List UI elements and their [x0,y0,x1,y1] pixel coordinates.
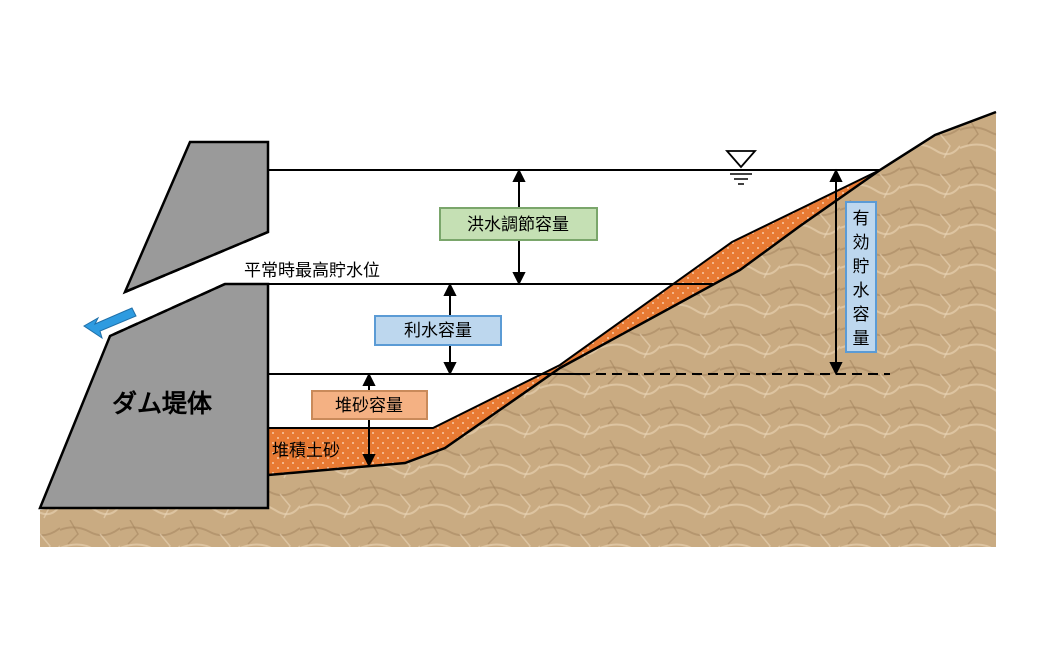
water-use-capacity-label: 利水容量 [404,321,472,341]
water-level-triangle-icon [725,150,757,185]
accumulated-sediment-label: 堆積土砂 [272,441,340,461]
water-use-capacity-arrow [443,282,457,376]
dam-outlet-dash-upper [124,230,269,294]
effective-storage-arrow [829,168,843,376]
svg-text:容: 容 [853,305,870,325]
sediment-capacity-label: 堆砂容量 [335,396,403,416]
dam-outlet-dash-lower [109,282,226,338]
dam-body-label: ダム堤体 [112,389,213,418]
flood-capacity-label: 洪水調節容量 [467,215,569,235]
ground-rock [40,112,996,547]
ground-surface-line [267,110,997,477]
svg-text:効: 効 [853,233,870,253]
normal-max-level-label: 平常時最高貯水位 [244,261,380,281]
flood-capacity-box [439,207,598,241]
svg-text:有: 有 [853,209,870,229]
svg-text:水: 水 [853,281,870,301]
effective-storage-box [845,201,877,353]
sediment-top-line [268,169,881,429]
outflow-arrow-icon [83,307,137,340]
svg-text:量: 量 [853,329,870,349]
sediment-capacity-box [311,390,428,420]
effective-storage-label: 有 効 貯 水 容 量 [853,209,870,349]
svg-text:貯: 貯 [853,257,870,277]
water-use-capacity-box [374,315,502,346]
